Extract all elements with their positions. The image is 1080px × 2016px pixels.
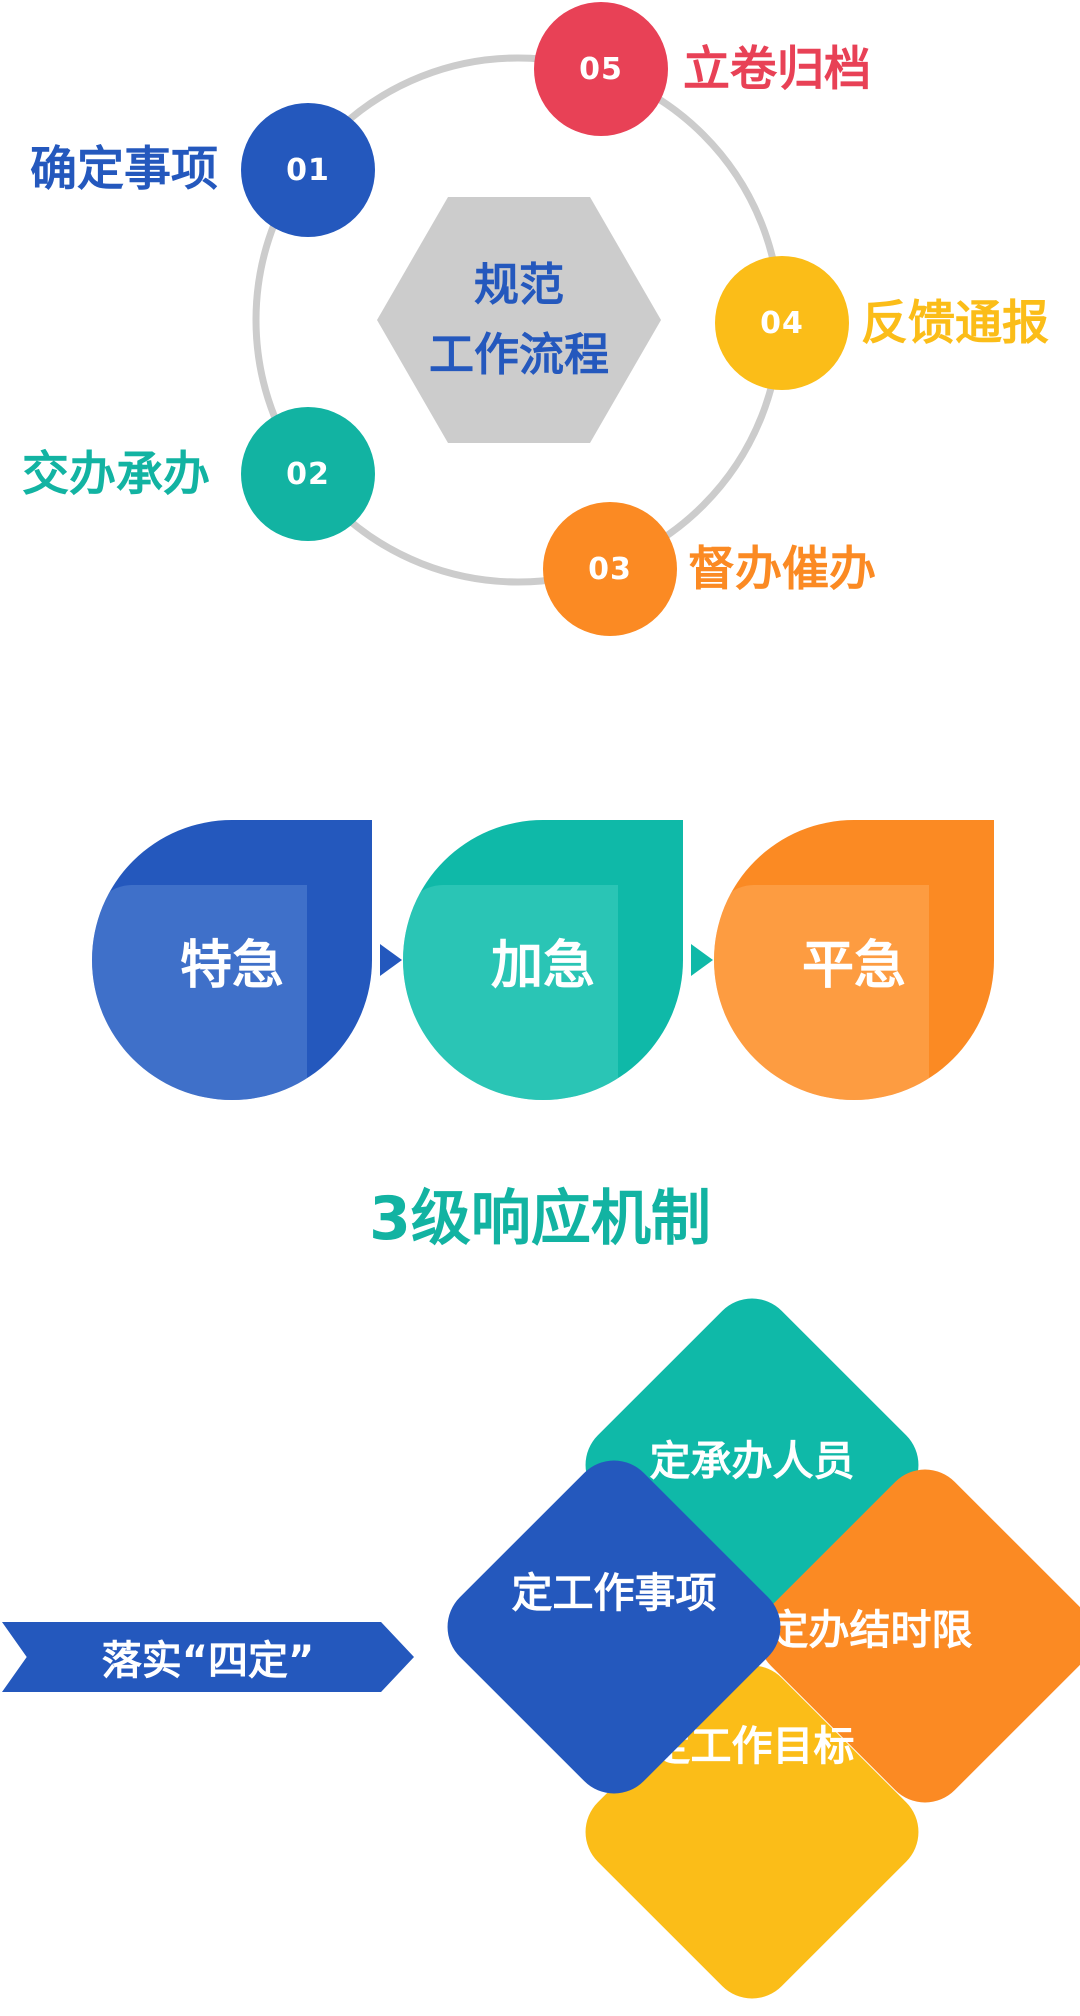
step-01-number: 01	[286, 152, 330, 188]
four-fixes-section: 落实“四定” 定承办人员 定办结时限 定工作目标 定工作事项	[0, 1281, 1080, 2016]
response-title: 3级响应机制	[369, 1184, 711, 1254]
step-01-circle: 01	[241, 103, 375, 237]
diamond-left-label: 定工作事项	[511, 1569, 717, 1617]
level-3-inner-highlight	[714, 885, 929, 1100]
level-2-teardrop: 加急	[403, 820, 683, 1100]
center-title-line2: 工作流程	[428, 328, 609, 381]
step-05-circle: 05	[534, 2, 668, 136]
step-03-number: 03	[588, 551, 632, 587]
step-02-number: 02	[286, 456, 330, 492]
level-1-label: 特急	[179, 935, 284, 996]
workflow-section: 规范 工作流程 01 确定事项 02 交办承办 03 督办催办 04 反馈通报 …	[0, 0, 1080, 636]
arrow-1-icon	[380, 944, 402, 976]
diamond-right: 定办结时限	[741, 1452, 1080, 1820]
step-03-circle: 03	[543, 502, 677, 636]
diamond-right-label: 定办结时限	[767, 1606, 973, 1654]
step-02-circle: 02	[241, 407, 375, 541]
diamond-top: 定承办人员	[568, 1281, 936, 1649]
level-2-label: 加急	[490, 935, 595, 996]
four-fixes-banner: 落实“四定”	[2, 1622, 414, 1692]
step-05-number: 05	[579, 51, 623, 87]
step-04-label: 反馈通报	[861, 296, 1049, 351]
center-title-line1: 规范	[473, 258, 564, 311]
arrow-2-icon	[691, 944, 713, 976]
center-title: 规范 工作流程	[429, 250, 609, 390]
step-03-label: 督办催办	[688, 542, 876, 597]
diamond-top-label: 定承办人员	[649, 1437, 855, 1485]
step-02-label: 交办承办	[22, 447, 210, 502]
step-05-label: 立卷归档	[683, 42, 871, 97]
diamond-left: 定工作事项	[430, 1443, 798, 1811]
level-3-label: 平急	[801, 935, 906, 996]
level-1-inner-highlight	[92, 885, 307, 1100]
level-2-inner-highlight	[403, 885, 618, 1100]
level-1-teardrop: 特急	[92, 820, 372, 1100]
step-01-label: 确定事项	[30, 142, 218, 197]
step-04-circle: 04	[715, 256, 849, 390]
step-04-number: 04	[760, 305, 804, 341]
response-section: 特急 加急 平急 3级响应机制	[0, 820, 1080, 1254]
level-3-teardrop: 平急	[714, 820, 994, 1100]
